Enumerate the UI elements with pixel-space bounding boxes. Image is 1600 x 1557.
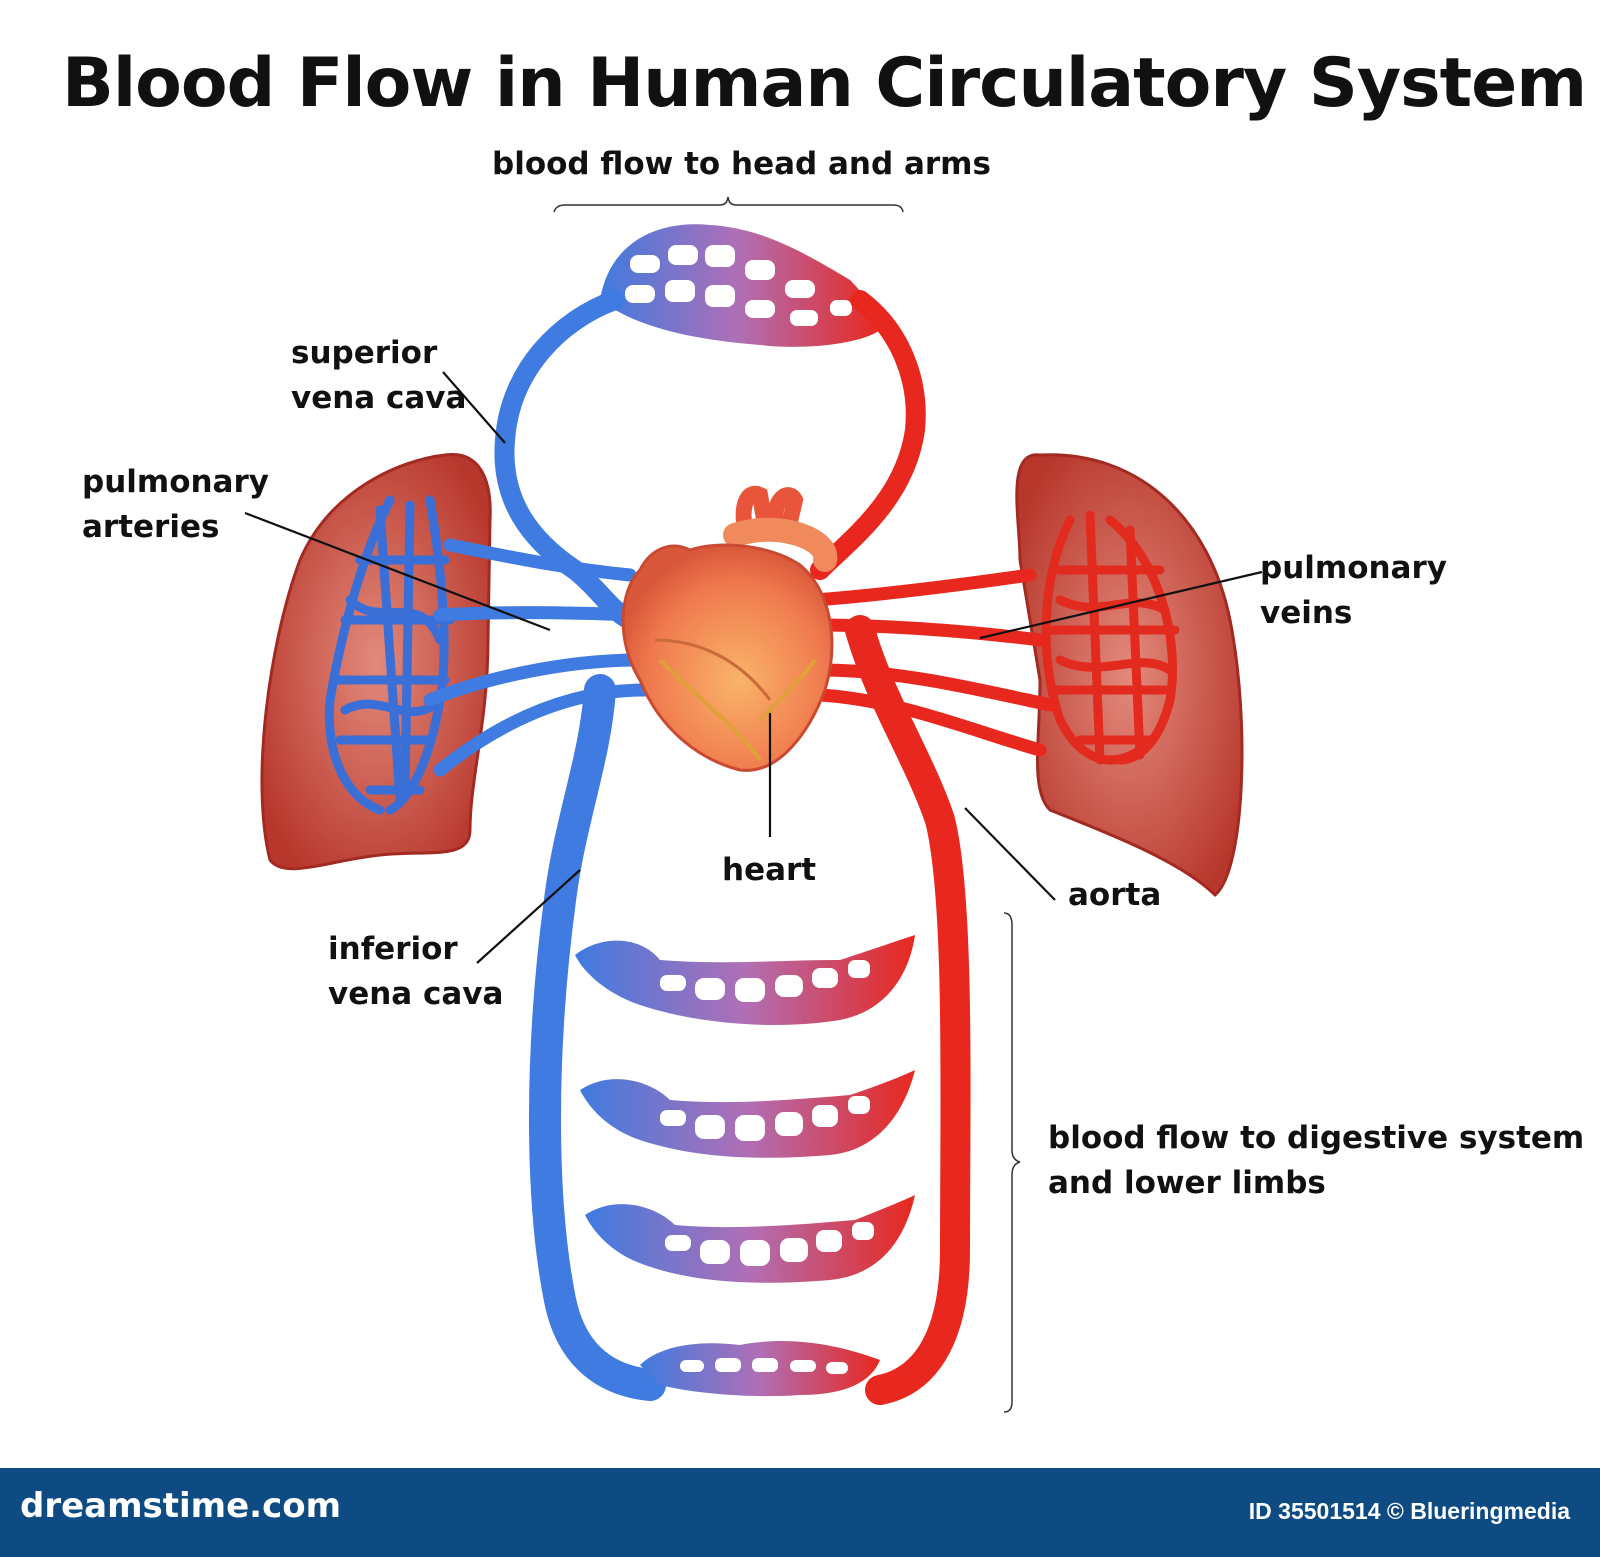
head-capillary-bed xyxy=(600,224,880,347)
pulmonary-vein-vessels xyxy=(808,568,1057,757)
label-line: vena cava xyxy=(328,976,504,1012)
label-inferior-vena-cava: inferior vena cava xyxy=(328,927,503,1017)
left-lung-vessels xyxy=(324,495,455,815)
label-line: veins xyxy=(1260,595,1353,631)
leader-inferior-vena-cava xyxy=(476,869,581,964)
leader-pulmonary-veins xyxy=(979,570,1263,640)
brand-logo[interactable]: dreamstime.com xyxy=(20,1486,342,1526)
label-digestive-lower-limbs: blood flow to digestive system and lower… xyxy=(1048,1116,1584,1206)
leader-pulmonary-arteries xyxy=(244,511,551,632)
label-line: superior xyxy=(291,335,438,371)
label-pulmonary-veins: pulmonary veins xyxy=(1260,546,1447,636)
label-line: and lower limbs xyxy=(1048,1165,1326,1201)
label-pulmonary-arteries: pulmonary arteries xyxy=(82,460,269,550)
label-aorta: aorta xyxy=(1068,877,1162,913)
page-title: Blood Flow in Human Circulatory System xyxy=(62,44,1587,123)
aorta-arch-vessel xyxy=(810,290,926,580)
digestive-capillary-beds xyxy=(575,935,915,1397)
superior-vena-cava-vessel xyxy=(494,290,640,630)
head-arms-brace xyxy=(553,196,904,213)
label-head-arms: blood flow to head and arms xyxy=(492,146,991,182)
label-line: arteries xyxy=(82,509,220,545)
descending-aorta-vessel xyxy=(845,615,971,1405)
label-line: vena cava xyxy=(291,380,467,416)
leader-lines xyxy=(244,371,1263,964)
label-line: pulmonary xyxy=(1260,550,1447,586)
digestive-brace xyxy=(1003,912,1021,1413)
label-line: inferior xyxy=(328,931,458,967)
heart-organ xyxy=(621,485,838,772)
leader-aorta xyxy=(964,807,1056,901)
label-line: pulmonary xyxy=(82,464,269,500)
label-line: blood flow to digestive system xyxy=(1048,1120,1585,1156)
label-heart: heart xyxy=(722,852,817,888)
footer-bar: dreamstime.com ID 35501514 © Blueringmed… xyxy=(0,1468,1600,1557)
right-lung xyxy=(1015,453,1244,898)
label-superior-vena-cava: superior vena cava xyxy=(291,331,466,421)
image-credit: ID 35501514 © Blueringmedia xyxy=(1248,1498,1570,1524)
leader-superior-vena-cava xyxy=(442,371,506,444)
right-lung-vessels xyxy=(1041,510,1180,765)
inferior-vena-cava-vessel xyxy=(529,674,666,1401)
